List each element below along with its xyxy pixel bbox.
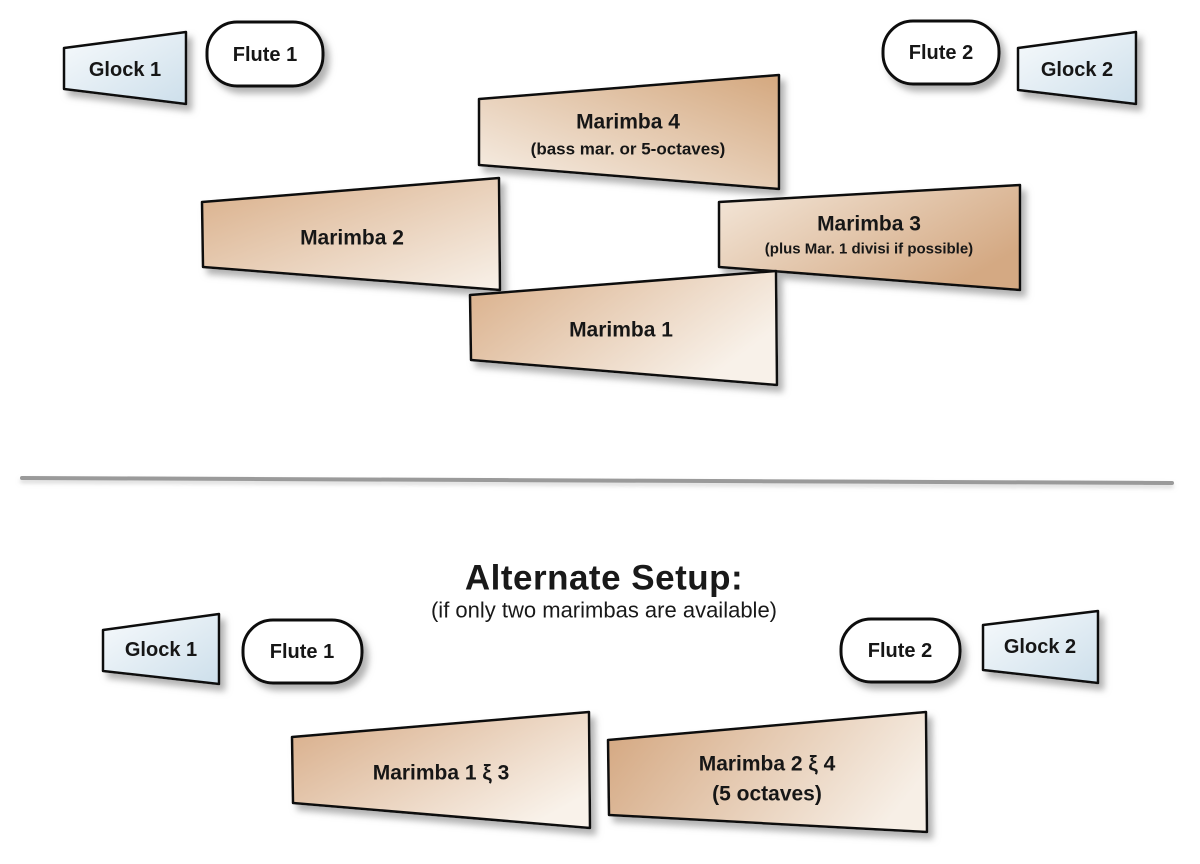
marimba-4-sublabel: (bass mar. or 5-octaves)	[531, 140, 726, 159]
glock-1-label: Glock 1	[89, 59, 161, 81]
glock-2-label: Glock 2	[1041, 59, 1113, 81]
marimba-2-4-label: Marimba 2 ξ 4	[699, 753, 836, 776]
main-setup-section: Glock 1 Flute 1 Flute 2 Glock 2 Marimba …	[62, 19, 1138, 387]
glock-2-station: Glock 2	[1016, 30, 1138, 106]
marimba-1-station: Marimba 1	[468, 269, 779, 387]
alt-flute-2-station: Flute 2	[839, 617, 962, 684]
alt-glock-1-station: Glock 1	[101, 612, 221, 686]
alt-flute-1-label: Flute 1	[270, 641, 334, 663]
glock-1-shape	[62, 30, 188, 106]
alternate-setup-subheading: (if only two marimbas are available)	[431, 598, 777, 623]
flute-1-shape	[205, 20, 325, 88]
alt-flute-1-shape	[241, 618, 364, 685]
alternate-setup-section: Alternate Setup: (if only two marimbas a…	[101, 559, 1100, 834]
alternate-setup-heading: Alternate Setup:	[465, 559, 743, 598]
marimba-1-3-shape	[290, 710, 592, 830]
divider-line	[20, 476, 1174, 485]
marimba-2-shape	[200, 176, 502, 292]
marimba-4-label: Marimba 4	[576, 111, 680, 134]
alt-glock-1-shape	[101, 612, 221, 686]
marimba-3-shape	[717, 183, 1022, 292]
marimba-4-station: Marimba 4 (bass mar. or 5-octaves)	[477, 73, 781, 191]
flute-1-label: Flute 1	[233, 44, 297, 66]
marimba-3-station: Marimba 3 (plus Mar. 1 divisi if possibl…	[717, 183, 1022, 292]
marimba-2-station: Marimba 2	[200, 176, 502, 292]
alt-glock-2-station: Glock 2	[981, 609, 1100, 685]
alt-flute-1-station: Flute 1	[241, 618, 364, 685]
glock-1-station: Glock 1	[62, 30, 188, 106]
alt-glock-1-label: Glock 1	[125, 639, 197, 661]
alt-glock-2-label: Glock 2	[1004, 636, 1076, 658]
marimba-1-shape	[468, 269, 779, 387]
marimba-2-label: Marimba 2	[300, 227, 404, 250]
glock-2-shape	[1016, 30, 1138, 106]
marimba-1-label: Marimba 1	[569, 319, 673, 342]
marimba-4-shape	[477, 73, 781, 191]
alt-flute-2-label: Flute 2	[868, 640, 932, 662]
alt-glock-2-shape	[981, 609, 1100, 685]
marimba-3-sublabel: (plus Mar. 1 divisi if possible)	[765, 241, 973, 258]
marimba-1-3-station: Marimba 1 ξ 3	[290, 710, 592, 830]
flute-1-station: Flute 1	[205, 20, 325, 88]
marimba-2-4-shape	[606, 710, 929, 834]
flute-2-station: Flute 2	[881, 19, 1001, 86]
marimba-2-4-station: Marimba 2 ξ 4 (5 octaves)	[606, 710, 929, 834]
marimba-2-4-sublabel: (5 octaves)	[712, 783, 822, 806]
marimba-1-3-label: Marimba 1 ξ 3	[373, 762, 510, 785]
marimba-3-label: Marimba 3	[817, 213, 921, 236]
flute-2-label: Flute 2	[909, 42, 973, 64]
flute-2-shape	[881, 19, 1001, 86]
alt-flute-2-shape	[839, 617, 962, 684]
